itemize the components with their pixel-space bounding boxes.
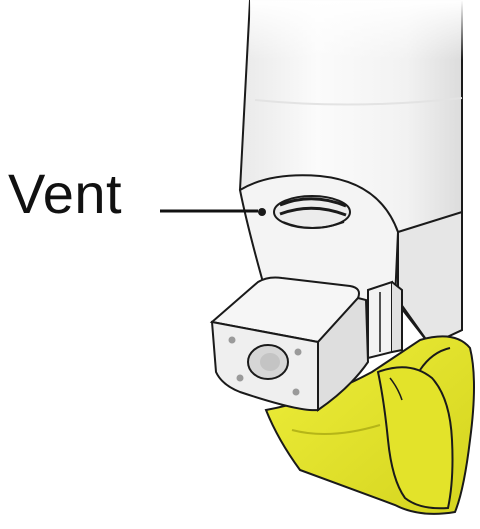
hinge-bracket (368, 282, 402, 358)
mouthpiece-hole (229, 337, 236, 344)
vent-dot (258, 208, 266, 216)
mouthpiece-hole (237, 375, 244, 382)
vent-label: Vent (8, 166, 122, 222)
mouthpiece-hole (295, 349, 302, 356)
mouthpiece-hole (293, 389, 300, 396)
